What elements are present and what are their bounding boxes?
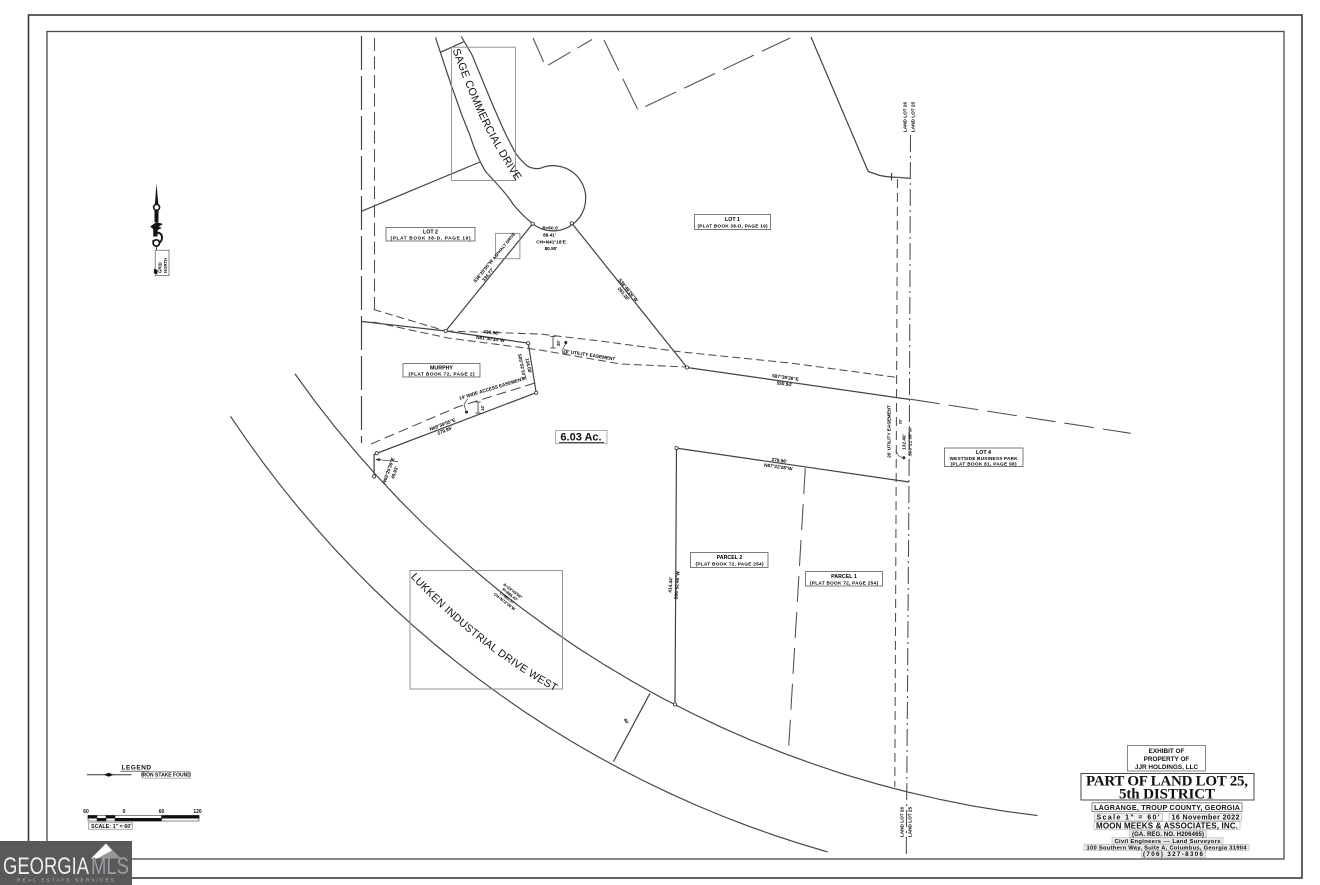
- svg-text:120: 120: [193, 809, 202, 815]
- svg-text:(GA. REG. NO. H206465): (GA. REG. NO. H206465): [1132, 832, 1204, 838]
- svg-text:60: 60: [83, 809, 89, 815]
- svg-text:80': 80': [623, 718, 630, 725]
- svg-text:LOT 4: LOT 4: [976, 450, 991, 456]
- svg-text:6.03 Ac.: 6.03 Ac.: [560, 432, 601, 444]
- svg-text:LAND LOT 26: LAND LOT 26: [900, 807, 905, 838]
- svg-text:EXHIBIT OF: EXHIBIT OF: [1149, 748, 1185, 755]
- svg-text:MLS: MLS: [91, 853, 129, 880]
- svg-text:NORTH: NORTH: [163, 258, 168, 273]
- svg-text:LAND LOT 26: LAND LOT 26: [903, 102, 908, 133]
- svg-text:WESTSIDE BUSINESS PARK: WESTSIDE BUSINESS PARK: [950, 456, 1019, 461]
- svg-text:R=60.0': R=60.0': [542, 226, 558, 231]
- svg-text:5th DISTRICT: 5th DISTRICT: [1119, 787, 1215, 803]
- svg-text:IRON STAKE FOUND: IRON STAKE FOUND: [141, 773, 191, 779]
- svg-text:GRID: GRID: [158, 262, 163, 273]
- svg-text:80.50': 80.50': [545, 246, 558, 251]
- svg-text:139.96'N81°30'34"W: 139.96'N81°30'34"W: [476, 328, 506, 343]
- svg-text:(PLAT BOOK 38-D, PAGE 19): (PLAT BOOK 38-D, PAGE 19): [698, 224, 768, 229]
- svg-text:134.08'S05°52'10"E: 134.08'S05°52'10"E: [517, 352, 534, 381]
- svg-text:Scale 1" = 60': Scale 1" = 60': [1097, 815, 1160, 822]
- svg-text:(PLAT BOOK 72, PAGE 254): (PLAT BOOK 72, PAGE 254): [810, 581, 878, 586]
- svg-text:S87°39'26"E550.94': S87°39'26"E550.94': [771, 373, 799, 388]
- svg-text:LAND LOT 25: LAND LOT 25: [911, 102, 916, 133]
- svg-text:0: 0: [123, 809, 126, 815]
- svg-text:100 Southern Way, Suite A, Col: 100 Southern Way, Suite A, Columbus, Geo…: [1087, 845, 1248, 851]
- svg-text:14': 14': [480, 405, 485, 411]
- svg-text:LOT 2: LOT 2: [423, 230, 438, 236]
- svg-text:LAND LOT 25: LAND LOT 25: [908, 807, 913, 838]
- svg-text:PART OF LAND LOT 25,: PART OF LAND LOT 25,: [1086, 774, 1248, 790]
- svg-text:60: 60: [159, 809, 165, 815]
- svg-text:CH=N41°18'E: CH=N41°18'E: [536, 240, 565, 245]
- svg-text:(706) 327-8306: (706) 327-8306: [1143, 851, 1204, 858]
- svg-text:PARCEL 1: PARCEL 1: [831, 574, 857, 580]
- svg-text:GEORGIA: GEORGIA: [3, 853, 89, 880]
- svg-text:20': 20': [898, 419, 903, 424]
- svg-text:279.96'N87°22'26"W: 279.96'N87°22'26"W: [764, 456, 795, 471]
- svg-text:PARCEL 2: PARCEL 2: [717, 555, 743, 561]
- svg-text:16 November 2022: 16 November 2022: [1172, 815, 1240, 822]
- svg-text:LAGRANGE, TROUP COUNTY, GEORGI: LAGRANGE, TROUP COUNTY, GEORGIA: [1094, 803, 1240, 812]
- svg-text:SCALE: 1" = 60': SCALE: 1" = 60': [91, 824, 132, 830]
- svg-text:MOON MEEKS & ASSOCIATES, INC.: MOON MEEKS & ASSOCIATES, INC.: [1096, 822, 1238, 831]
- svg-text:REAL ESTATE SERVICES: REAL ESTATE SERVICES: [17, 878, 116, 884]
- svg-text:(PLAT BOOK 72, PAGE 254): (PLAT BOOK 72, PAGE 254): [696, 562, 764, 567]
- svg-text:(PLAT BOOK 38-D, PAGE 19): (PLAT BOOK 38-D, PAGE 19): [391, 236, 471, 241]
- svg-text:132.49': 132.49': [902, 434, 907, 449]
- svg-text:Civil Engineers –– Land Survey: Civil Engineers –– Land Surveyors: [1115, 839, 1221, 845]
- svg-text:MURPHY: MURPHY: [430, 366, 453, 372]
- svg-text:JJR HOLDINGS, LLC: JJR HOLDINGS, LLC: [1135, 764, 1199, 771]
- svg-text:(PLAT BOOK 81, PAGE 98): (PLAT BOOK 81, PAGE 98): [951, 462, 1017, 467]
- svg-text:PROPERTY OF: PROPERTY OF: [1144, 756, 1190, 763]
- svg-text:20': 20': [556, 340, 561, 346]
- svg-text:LEGEND: LEGEND: [122, 765, 152, 772]
- svg-text:S00°21'38"W: S00°21'38"W: [908, 427, 913, 456]
- svg-text:414.44'S06°52'46"W: 414.44'S06°52'46"W: [667, 570, 680, 600]
- svg-text:20' UTILITY EASEMENT: 20' UTILITY EASEMENT: [887, 405, 892, 458]
- svg-text:88.41': 88.41': [543, 233, 556, 238]
- svg-text:LOT 1: LOT 1: [725, 217, 740, 223]
- svg-text:(PLAT BOOK 72, PAGE 2): (PLAT BOOK 72, PAGE 2): [409, 372, 475, 377]
